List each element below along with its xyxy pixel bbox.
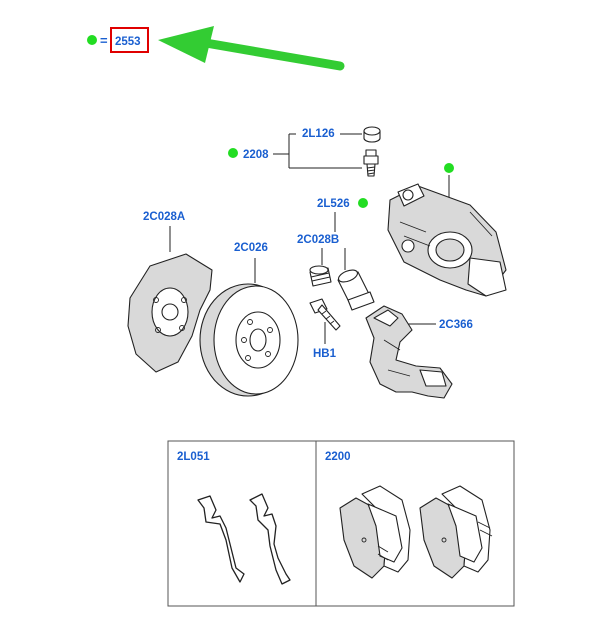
- brake-pad-set-left: [339, 485, 411, 579]
- label-hb1: HB1: [313, 348, 337, 360]
- guide-pin-boot: [309, 265, 332, 287]
- caliper-anchor-bracket-2c366: [365, 305, 453, 399]
- pointer-arrow: [158, 26, 345, 71]
- box-2l051: [167, 440, 317, 607]
- label-2l526: 2L526: [317, 198, 350, 210]
- dust-cap-2l126: [363, 126, 381, 143]
- leader-2208: [273, 133, 362, 169]
- marker-dot-caliper: [444, 163, 454, 173]
- marker-dot-2208: [228, 148, 238, 158]
- label-2l126: 2L126: [302, 128, 335, 140]
- legend-equals: =: [100, 33, 108, 48]
- box-2200: [315, 440, 515, 607]
- marker-dot-2l526: [358, 198, 368, 208]
- label-2c026: 2C026: [234, 242, 268, 254]
- brake-pad-set-right: [419, 485, 493, 579]
- label-2c366: 2C366: [439, 319, 473, 331]
- anti-rattle-spring-right: [249, 493, 291, 585]
- label-2200: 2200: [325, 451, 351, 463]
- legend-green-dot: [87, 35, 97, 45]
- label-2l051: 2L051: [177, 451, 210, 463]
- label-2c028a: 2C028A: [143, 211, 185, 223]
- legend-code-highlight-box: [110, 27, 149, 53]
- leader-2c028b: [321, 248, 346, 270]
- legend-code: 2553: [115, 36, 141, 48]
- bolt-hb1: [309, 298, 341, 331]
- brake-caliper: [387, 183, 507, 297]
- guide-pin-sleeve: [337, 269, 375, 311]
- brake-disc-2c026: [199, 283, 299, 397]
- label-2c028b: 2C028B: [297, 234, 339, 246]
- label-2208: 2208: [243, 149, 269, 161]
- dust-shield-2c028a: [127, 253, 213, 373]
- anti-rattle-spring-left: [197, 495, 245, 583]
- bleed-screw: [363, 149, 379, 177]
